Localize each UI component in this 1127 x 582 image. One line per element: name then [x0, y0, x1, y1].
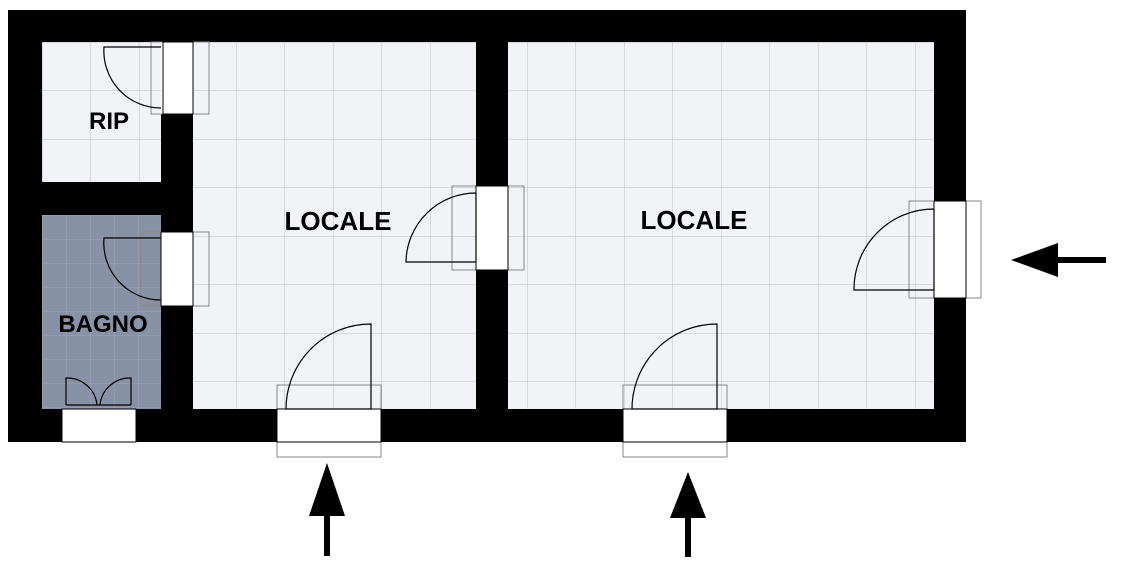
arrow-left-icon	[1011, 243, 1106, 277]
locale-right-floor	[508, 42, 934, 409]
rip-floor	[42, 42, 161, 182]
arrow-up-icon	[309, 463, 345, 556]
door-openings	[61, 41, 982, 458]
locale-left-floor	[193, 42, 476, 409]
room-label-locale-right: LOCALE	[641, 205, 748, 235]
arrow-up-icon	[670, 472, 706, 557]
room-label-rip: RIP	[89, 108, 129, 135]
door-swings	[65, 46, 935, 410]
room-label-bagno: BAGNO	[58, 311, 147, 338]
room-label-locale-left: LOCALE	[285, 206, 392, 236]
